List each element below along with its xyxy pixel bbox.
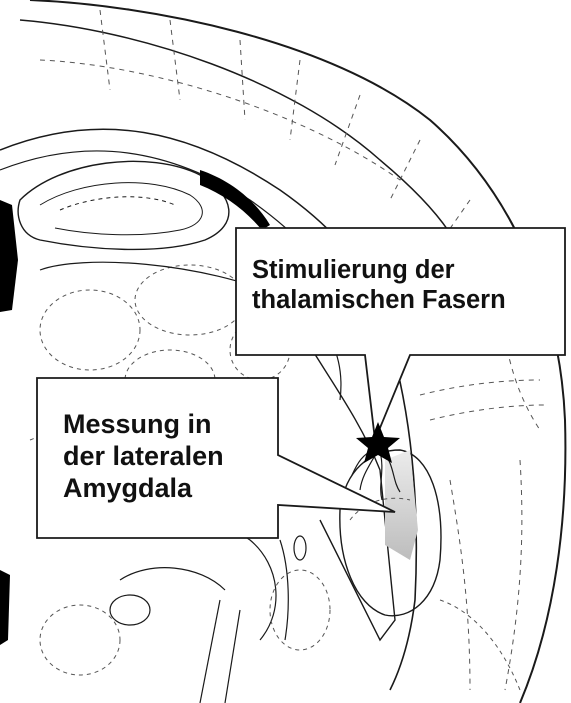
measurement-label-line-2: der lateralen (63, 440, 283, 472)
left-edge-marks (0, 570, 10, 645)
measurement-label: Messung in der lateralen Amygdala (63, 408, 283, 504)
hippocampus (18, 161, 229, 249)
stimulation-label-line-2: thalamischen Fasern (252, 285, 571, 315)
stimulation-label-line-1: Stimulierung der (252, 255, 571, 285)
measurement-label-line-1: Messung in (63, 408, 283, 440)
stimulation-label: Stimulierung der thalamischen Fasern (252, 255, 571, 315)
lateral-ventricle (200, 170, 270, 230)
left-ventricle (0, 200, 18, 312)
measurement-label-line-3: Amygdala (63, 472, 283, 504)
